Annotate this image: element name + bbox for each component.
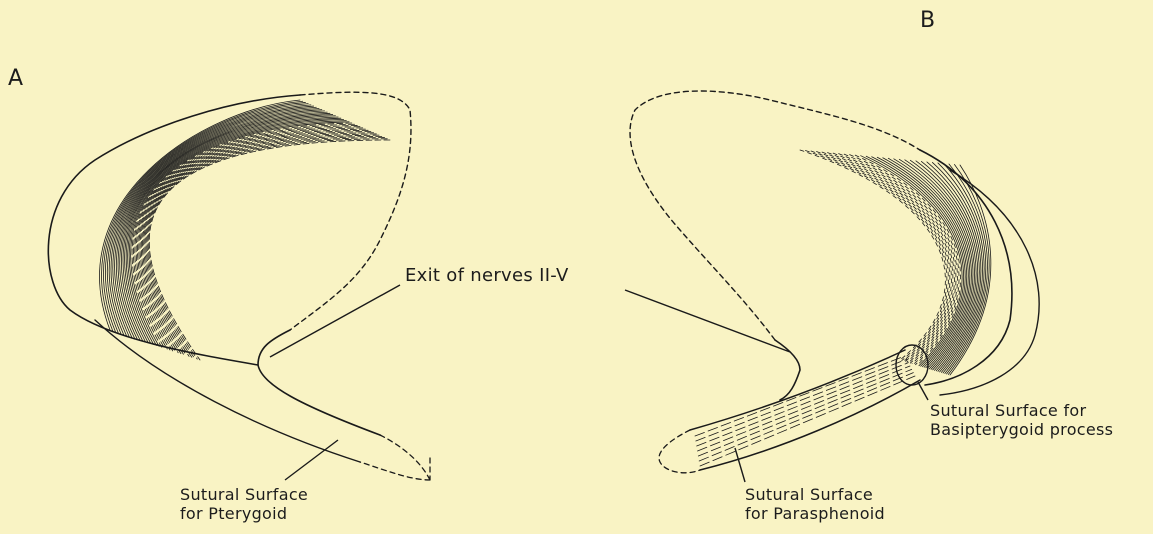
panel-label-b: B [920,10,935,32]
exit-of-nerves-label: Exit of nerves II-V [405,267,569,285]
panel-label-a: A [8,68,23,90]
hatch-line [839,154,956,364]
basipterygoid-surface-label-line2: Basipterygoid process [930,422,1113,438]
hatch-line [700,376,915,466]
hatch-line [833,153,954,363]
hatch-line [116,111,324,338]
bone-a-hatching [100,100,390,360]
pterygoid-surface-label-line1: Sutural Surface [180,487,308,503]
bone-b-basipterygoid-facet [896,345,928,385]
hatch-line [123,116,335,342]
basipterygoid-surface-label-line1: Sutural Surface for [930,403,1086,419]
hatch-line [696,359,907,441]
leader-parasphenoid [735,448,745,482]
bone-a-nerve-notch [258,330,380,435]
bone-b-nerve-notch [775,340,800,400]
parasphenoid-surface-label-line2: for Parasphenoid [745,506,885,522]
parasphenoid-surface-label-line1: Sutural Surface [745,487,873,503]
bone-a-lower-edge [95,320,360,462]
hatch-line [811,151,948,361]
leader-nerves-a [270,285,400,357]
hatch-line [822,152,951,362]
bone-b-rod-tip-dashed [659,430,700,473]
hatch-line [800,150,945,360]
leader-lines [270,285,928,482]
hatch-line [698,366,911,451]
leader-pterygoid [285,440,338,480]
bone-a-tip-dashed [360,435,430,480]
hatch-line [128,119,344,344]
hatch-line [148,139,387,359]
hatch-line [844,154,957,364]
leader-nerves-b [625,290,790,352]
bone-b-rod-bottom [700,380,920,470]
hatch-line [129,121,346,346]
pterygoid-surface-label-line2: for Pterygoid [180,506,287,522]
hatch-line [113,108,319,336]
bone-b-dashed-outline [630,91,920,340]
hatch-line [146,136,382,357]
bone-a [48,92,430,480]
hatch-line [698,369,911,456]
